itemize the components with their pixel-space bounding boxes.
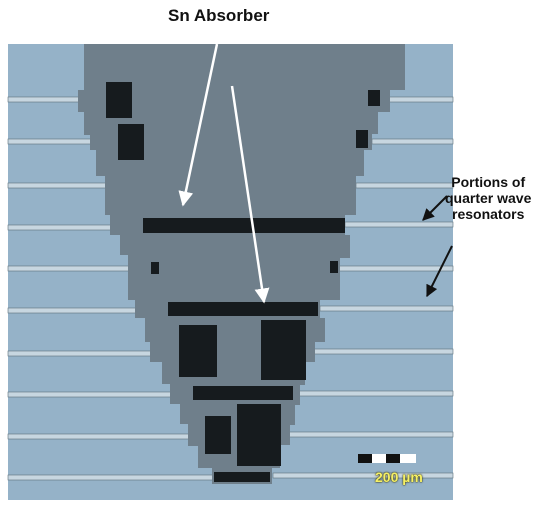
absorber-pad bbox=[237, 404, 281, 466]
right-feedlines bbox=[272, 96, 454, 479]
annotation-arrow bbox=[426, 245, 453, 298]
absorber-pad bbox=[330, 261, 338, 273]
absorber-pad bbox=[205, 416, 231, 454]
annotation-arrow bbox=[230, 85, 270, 304]
absorber-bar bbox=[168, 302, 318, 316]
absorber-pad bbox=[356, 130, 368, 148]
absorber-pad bbox=[261, 320, 306, 380]
resonator-label-line: Portions of bbox=[451, 174, 526, 190]
absorber-pad bbox=[368, 90, 380, 106]
absorber-pad bbox=[179, 325, 217, 377]
resonator-label: Portions of quarter wave resonators bbox=[445, 174, 531, 222]
absorber-pad bbox=[118, 124, 144, 160]
scale-bar bbox=[358, 454, 416, 463]
absorber-pad bbox=[151, 262, 159, 274]
scale-bar-label: 200 µm bbox=[375, 469, 423, 485]
absorber-bar bbox=[214, 472, 270, 482]
resonator-label-line: resonators bbox=[452, 206, 525, 223]
annotation-arrow bbox=[178, 43, 219, 207]
absorber-bar bbox=[143, 218, 345, 233]
annotation-arrow bbox=[422, 195, 448, 221]
resonator-label-line: quarter wave bbox=[445, 190, 532, 207]
absorber-bar bbox=[193, 386, 293, 400]
absorber-pad bbox=[106, 82, 132, 118]
sn-absorber-label: Sn Absorber bbox=[168, 6, 270, 25]
detector-island bbox=[78, 44, 405, 484]
sn-absorbers bbox=[106, 82, 380, 482]
